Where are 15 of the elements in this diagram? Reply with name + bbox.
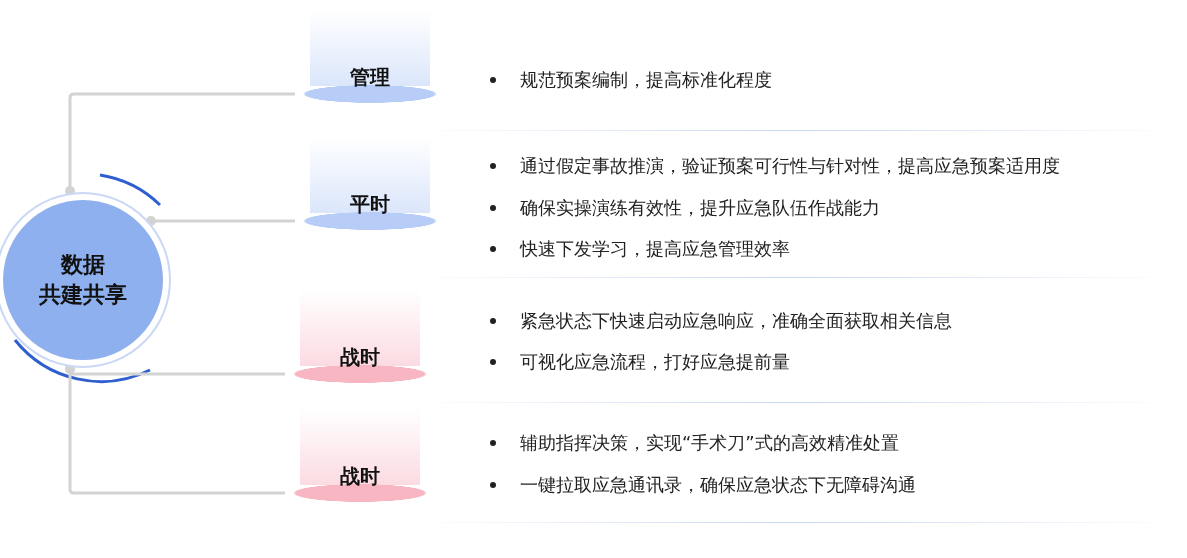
category-label: 战时 xyxy=(340,344,380,371)
bullet-text: 快速下发学习，提高应急管理效率 xyxy=(520,237,790,261)
bullet-text: 辅助指挥决策，实现“手术刀”式的高效精准处置 xyxy=(520,431,899,455)
bullet-text: 确保实操演练有效性，提升应急队伍作战能力 xyxy=(520,196,880,220)
bullet-text: 紧急状态下快速启动应急响应，准确全面获取相关信息 xyxy=(520,309,952,333)
category-label: 平时 xyxy=(350,191,390,218)
connector-line xyxy=(146,216,295,226)
bullet-text: 通过假定事故推演，验证预案可行性与针对性，提高应急预案适用度 xyxy=(520,154,1060,178)
circle-title: 共建共享 xyxy=(39,281,127,309)
circle-title: 数据 xyxy=(61,251,105,279)
category-label: 战时 xyxy=(340,463,380,490)
category-label: 管理 xyxy=(350,64,390,91)
bullet-text: 可视化应急流程，打好应急提前量 xyxy=(520,350,790,374)
bullet-text: 一键拉取应急通讯录，确保应急状态下无障碍沟通 xyxy=(520,473,916,497)
bullet-text: 规范预案编制，提高标准化程度 xyxy=(520,68,772,92)
